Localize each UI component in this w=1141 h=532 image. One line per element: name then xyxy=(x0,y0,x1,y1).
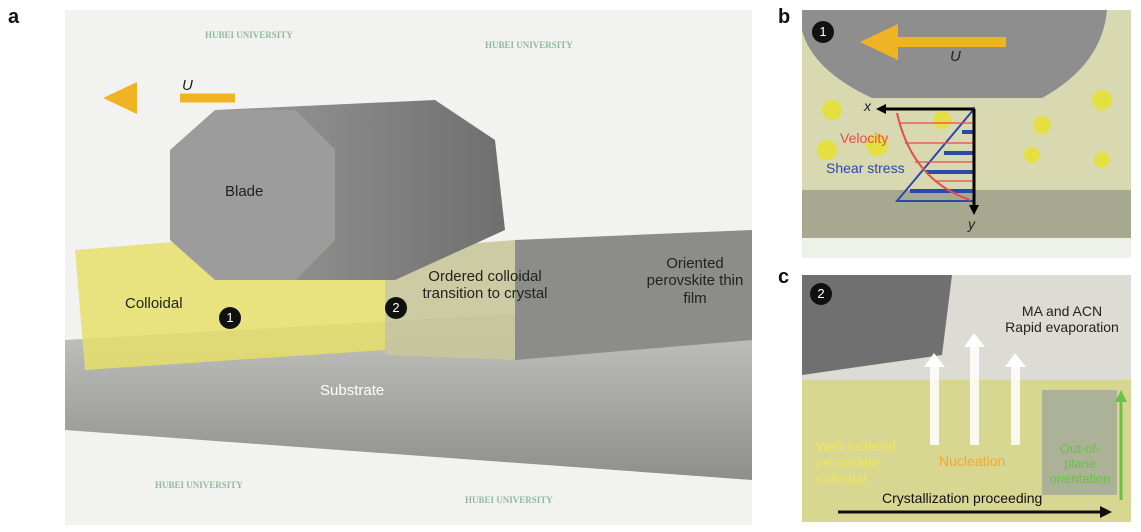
watermark: HUBEI UNIVERSITY xyxy=(155,480,243,490)
film-label: Oriented perovskite thin film xyxy=(646,255,744,307)
colloidal-label: Colloidal xyxy=(125,295,183,312)
panel-a-label: a xyxy=(8,6,20,28)
velocity-arrowhead xyxy=(103,82,137,114)
panel-a-illustration xyxy=(65,82,752,480)
watermark: HUBEI UNIVERSITY xyxy=(205,30,293,40)
panel-c-illustration xyxy=(802,275,1131,522)
film-layer xyxy=(515,230,752,360)
nucleation-label: Nucleation xyxy=(939,453,1006,469)
y-axis-label: y xyxy=(968,216,975,232)
blade-end xyxy=(170,110,335,280)
watermark: HUBEI UNIVERSITY xyxy=(485,40,573,50)
velocity-symbol: U xyxy=(182,77,193,94)
panel-c: 2 MA and ACN Rapid evaporation Well-orde… xyxy=(802,275,1131,522)
watermark: HUBEI UNIVERSITY xyxy=(465,495,553,505)
velocity-symbol: U xyxy=(950,48,961,65)
orientation-line-2: plane xyxy=(1064,455,1096,471)
colloid-label: Well-ordered perovskite colloidal xyxy=(816,438,896,486)
step-1-badge: 1 xyxy=(812,21,834,43)
blade-label: Blade xyxy=(225,183,264,200)
orientation-line-1: Out-of- xyxy=(1059,441,1101,456)
velocity-profile xyxy=(896,112,971,201)
crystallization-label: Crystallization proceeding xyxy=(882,490,1043,506)
evaporation-line-2: Rapid evaporation xyxy=(1005,319,1119,336)
blade-body xyxy=(215,100,505,280)
step-1-badge: 1 xyxy=(219,307,241,329)
colloid-line-1: Well-ordered xyxy=(816,438,896,454)
panel-c-label: c xyxy=(778,266,790,288)
shear-stress-label: Shear stress xyxy=(826,160,905,176)
panel-b-label: b xyxy=(778,6,791,28)
velocity-arrowhead xyxy=(860,24,898,60)
step-2-badge: 2 xyxy=(810,283,832,305)
evaporation-line-1: MA and ACN xyxy=(1021,303,1103,319)
transition-label: Ordered colloidal transition to crystal xyxy=(422,268,548,303)
x-axis-label: x xyxy=(864,98,871,114)
substrate-label: Substrate xyxy=(320,382,385,399)
crystal-lattice xyxy=(1042,390,1117,495)
panel-b-illustration xyxy=(802,10,1131,258)
colloid-line-3: colloidal xyxy=(816,470,867,487)
evaporation-label: MA and ACN Rapid evaporation xyxy=(1002,303,1122,335)
blade-section xyxy=(802,10,1107,98)
panel-b: 1 U x y Velocity Shear stress xyxy=(802,10,1131,258)
step-2-badge: 2 xyxy=(385,297,407,319)
colloid-line-2: perovskite xyxy=(816,454,880,471)
orientation-line-3: orientation xyxy=(1049,470,1111,486)
velocity-label: Velocity xyxy=(840,130,889,146)
blade-section xyxy=(802,275,952,375)
panel-a: HUBEI UNIVERSITY HUBEI UNIVERSITY HUBEI … xyxy=(65,10,752,525)
orientation-label: Out-of- plane orientation xyxy=(1040,441,1120,487)
transition-layer xyxy=(385,240,515,360)
